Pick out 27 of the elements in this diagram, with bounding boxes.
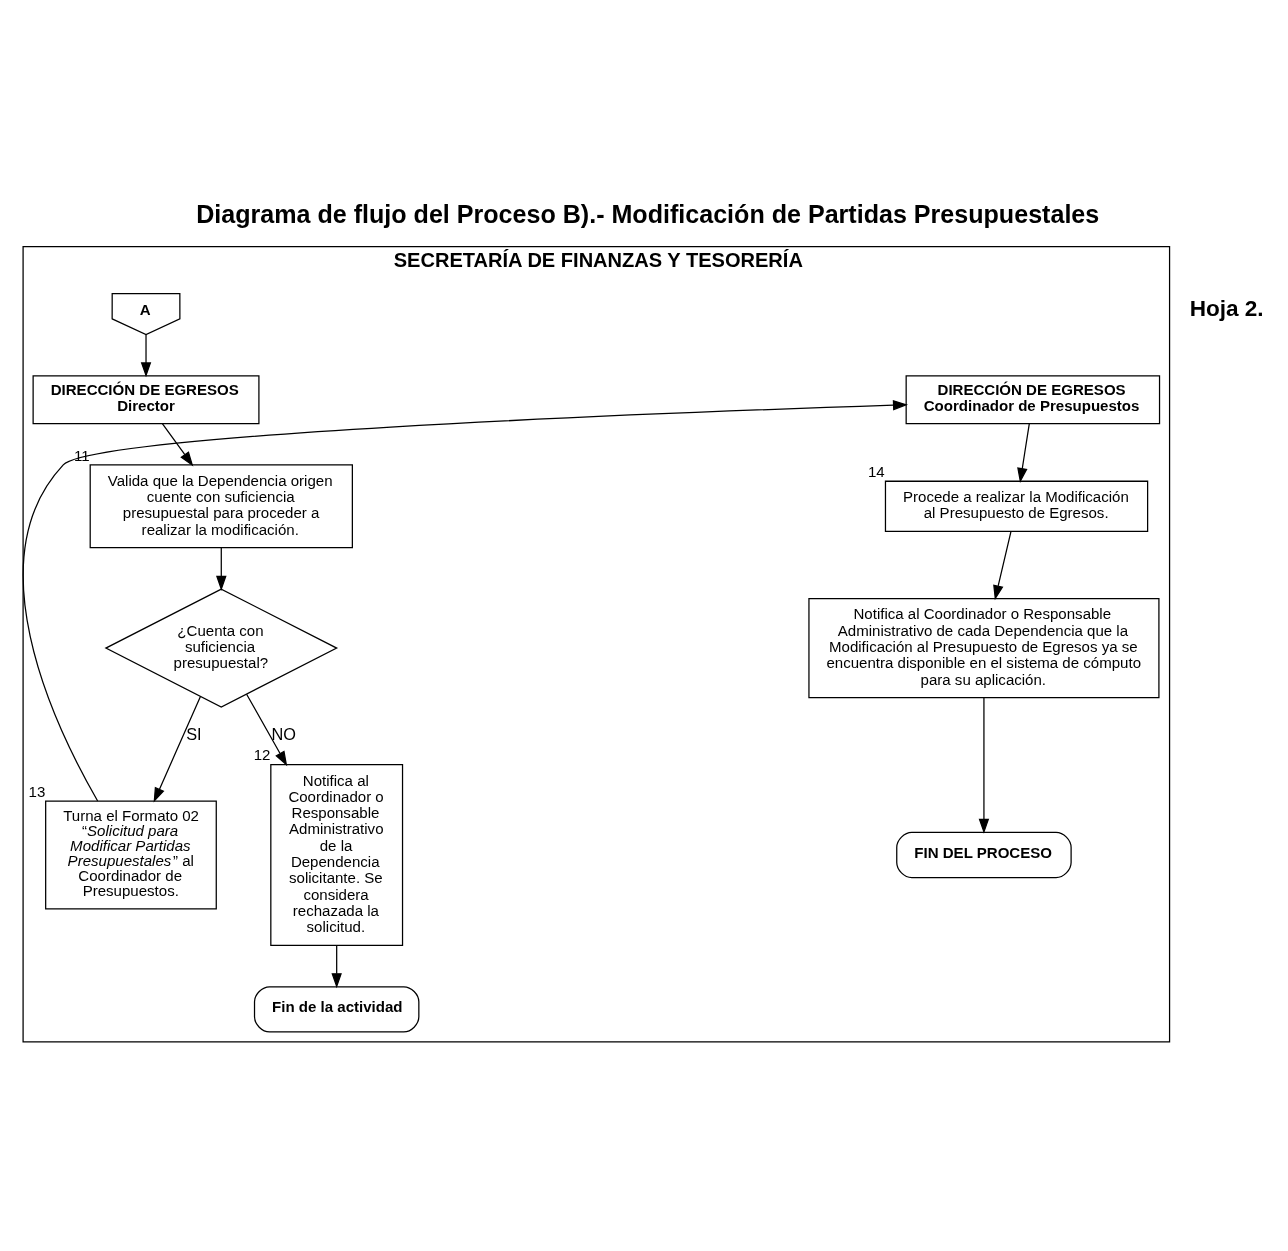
node-box: FIN DEL PROCESO [896, 831, 1072, 879]
arrow [161, 422, 194, 467]
node-box: Notifica al Coordinador o Responsable Administrativo de la Dependencia solicitante. Se considera rechazada la solicitud. [270, 764, 404, 946]
node-diamond: ¿Cuenta con suficiencia presupuestal? [104, 588, 339, 708]
node-label: 13 [28, 782, 46, 800]
node-box: Notifica al Coordinador o Responsable Administrativo de cada Dependencia que la Modificación al Presupuesto de Egresos ya se encuentra disponible en el sistema de cómputo para su aplicación. [808, 597, 1160, 699]
node-label: 14 [867, 462, 885, 480]
node-box: Turna el Formato 02 “Solicitud para Modificar Partidas Presupuestales” al Coordinador de Presupuestos. [45, 800, 217, 910]
arrow [153, 696, 201, 803]
arrow [216, 547, 227, 591]
node-box: Valida que la Dependencia origen cuente con suficiencia presupuestal para proceder a realizar la modificación. [89, 464, 353, 549]
arrow [140, 334, 152, 378]
node-box: Procede a realizar la Modificación al Presupuesto de Egresos. [884, 480, 1149, 533]
arrow [246, 693, 288, 767]
node-box: DIRECCIÓN DE EGRESOS Coordinador de Presupuestos [905, 375, 1161, 425]
arrow [1017, 422, 1030, 483]
edge-label: NO [271, 725, 296, 744]
arrow [22, 399, 908, 802]
arrow [993, 530, 1012, 601]
node-box: DIRECCIÓN DE EGRESOS Director [32, 375, 260, 425]
node-label: 12 [253, 746, 271, 764]
node-box: Fin de la actividad [253, 986, 420, 1033]
arrow [978, 697, 990, 834]
diagram-title: Diagrama de flujo del Proceso B).- Modificación de Partidas Presupuestales [196, 199, 1100, 228]
arrow [331, 944, 342, 989]
label: Hoja 2. [1189, 296, 1264, 322]
edge-label: SI [186, 725, 202, 744]
